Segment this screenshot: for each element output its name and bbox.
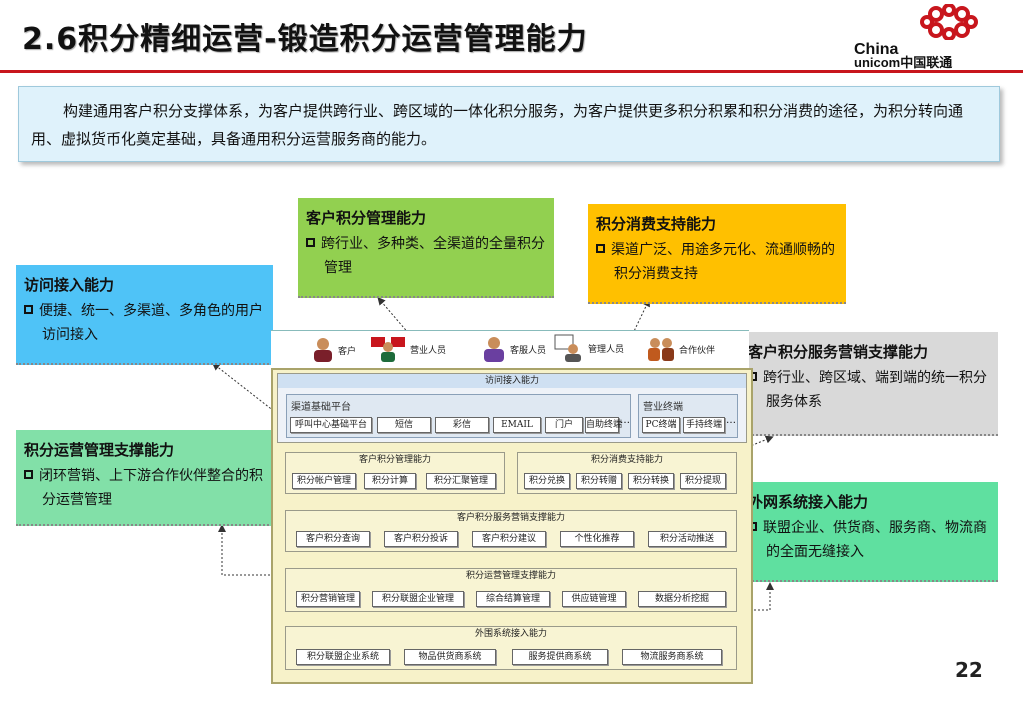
channel-item: 自助终端: [585, 417, 622, 433]
terminal-ellipsis: …: [726, 415, 736, 426]
customer-points-layer-title: 客户积分管理能力: [358, 455, 431, 465]
callout-customer-points: 客户积分管理能力 跨行业、多种类、全渠道的全量积分管理: [298, 198, 554, 298]
module-item: 供应链管理: [562, 591, 626, 607]
callout-title: 积分运营管理支撑能力: [24, 441, 175, 459]
callout-text: 闭环营销、上下游合作伙伴整合的积分运营管理: [39, 468, 263, 508]
module-item: 积分营销管理: [296, 591, 360, 607]
manager-icon: [554, 334, 581, 362]
module-item: 积分提现: [680, 473, 726, 489]
callout-service-marketing: 客户积分服务营销支撑能力 跨行业、跨区域、端到端的统一积分服务体系: [740, 332, 998, 436]
sales-staff-icon: [371, 337, 405, 362]
channel-platform: 渠道基础平台 呼叫中心基础平台 短信 彩信 EMAIL 门户 自助终端 …: [286, 394, 631, 438]
callout-text: 跨行业、跨区域、端到端的统一积分服务体系: [763, 370, 987, 410]
module-item: 积分兑换: [524, 473, 570, 489]
callout-title: 客户积分服务营销支撑能力: [748, 343, 929, 361]
intro-box: 构建通用客户积分支撑体系，为客户提供跨行业、跨区域的一体化积分服务，为客户提供更…: [18, 86, 1000, 162]
role-service-staff: 客服人员: [481, 335, 546, 363]
callout-title: 访问接入能力: [24, 276, 115, 294]
callout-points-consumption: 积分消费支持能力 渠道广泛、用途多元化、流通顺畅的积分消费支持: [588, 204, 846, 304]
terminal-item: PC终端: [642, 417, 680, 433]
module-item: 积分联盟企业管理: [372, 591, 464, 607]
intro-text: 构建通用客户积分支撑体系，为客户提供跨行业、跨区域的一体化积分服务，为客户提供更…: [31, 102, 964, 148]
module-item: 积分帐户管理: [292, 473, 356, 489]
terminal-group: 营业终端 PC终端 手持终端 …: [638, 394, 738, 438]
role-customer: 客户: [311, 337, 356, 363]
role-partner: 合作伙伴: [646, 335, 715, 363]
module-item: 积分活动推送: [648, 531, 726, 547]
bullet-square-icon: [24, 470, 33, 479]
page-number: 22: [955, 658, 983, 682]
operation-layer: 积分运营管理支撑能力 积分营销管理 积分联盟企业管理 综合结算管理 供应链管理 …: [285, 568, 737, 612]
bullet-square-icon: [596, 244, 605, 253]
callout-title: 积分消费支持能力: [596, 215, 717, 233]
bullet-square-icon: [306, 238, 315, 247]
module-item: 客户积分建议: [472, 531, 546, 547]
operation-layer-title: 积分运营管理支撑能力: [465, 571, 556, 581]
terminal-group-label: 营业终端: [643, 402, 683, 413]
callout-text: 跨行业、多种类、全渠道的全量积分管理: [321, 236, 545, 276]
module-item: 物品供货商系统: [404, 649, 496, 665]
external-layer: 外围系统接入能力 积分联盟企业系统 物品供货商系统 服务提供商系统 物流服务商系…: [285, 626, 737, 670]
title-underline: [0, 70, 1023, 73]
bullet-square-icon: [24, 305, 33, 314]
customer-points-layer: 客户积分管理能力 积分帐户管理 积分计算 积分汇聚管理: [285, 452, 505, 494]
module-item: 数据分析挖掘: [638, 591, 726, 607]
module-item: 综合结算管理: [476, 591, 550, 607]
channel-item: 彩信: [435, 417, 489, 433]
unicom-logo: China unicom中国联通: [852, 4, 1017, 70]
consumption-layer-title: 积分消费支持能力: [590, 455, 663, 465]
module-item: 积分汇聚管理: [426, 473, 496, 489]
service-marketing-layer-title: 客户积分服务营销支撑能力: [456, 513, 565, 523]
callout-title: 外网系统接入能力: [748, 493, 869, 511]
terminal-item: 手持终端: [683, 417, 725, 433]
module-item: 积分转赠: [576, 473, 622, 489]
module-item: 积分计算: [364, 473, 416, 489]
module-item: 客户积分查询: [296, 531, 370, 547]
module-item: 客户积分投诉: [384, 531, 458, 547]
module-item: 积分转换: [628, 473, 674, 489]
partner-icon: [648, 338, 674, 361]
service-staff-icon: [484, 337, 504, 362]
module-item: 积分联盟企业系统: [296, 649, 390, 665]
logo-line1: China: [854, 41, 899, 58]
access-layer-title: 访问接入能力: [278, 374, 746, 388]
access-layer: 访问接入能力 渠道基础平台 呼叫中心基础平台 短信 彩信 EMAIL 门户 自助…: [277, 373, 747, 443]
module-item: 物流服务商系统: [622, 649, 722, 665]
module-item: 个性化推荐: [560, 531, 634, 547]
callout-operation: 积分运营管理支撑能力 闭环营销、上下游合作伙伴整合的积分运营管理: [16, 430, 273, 526]
external-layer-title: 外围系统接入能力: [474, 629, 547, 639]
architecture-frame: 访问接入能力 渠道基础平台 呼叫中心基础平台 短信 彩信 EMAIL 门户 自助…: [271, 368, 753, 684]
callout-text: 便捷、统一、多渠道、多角色的用户访问接入: [39, 303, 263, 343]
callout-access: 访问接入能力 便捷、统一、多渠道、多角色的用户访问接入: [16, 265, 273, 365]
channel-item: 门户: [545, 417, 583, 433]
roles-bar: 客户 营业人员 客服人员 管理人员 合作伙伴: [271, 330, 749, 369]
role-sales-staff: 营业人员: [371, 335, 446, 363]
callout-text: 联盟企业、供货商、服务商、物流商的全面无缝接入: [763, 520, 987, 560]
channel-item: 短信: [377, 417, 431, 433]
logo-line2: unicom中国联通: [854, 55, 953, 70]
role-manager: 管理人员: [553, 333, 624, 363]
customer-icon: [314, 338, 332, 362]
channel-ellipsis: …: [620, 415, 630, 426]
channel-item: EMAIL: [493, 417, 541, 433]
channel-item: 呼叫中心基础平台: [290, 417, 372, 433]
callout-external: 外网系统接入能力 联盟企业、供货商、服务商、物流商的全面无缝接入: [740, 482, 998, 582]
service-marketing-layer: 客户积分服务营销支撑能力 客户积分查询 客户积分投诉 客户积分建议 个性化推荐 …: [285, 510, 737, 552]
callout-text: 渠道广泛、用途多元化、流通顺畅的积分消费支持: [611, 242, 835, 282]
knot-logo-icon: [920, 4, 978, 40]
module-item: 服务提供商系统: [512, 649, 608, 665]
callout-title: 客户积分管理能力: [306, 209, 427, 227]
slide-title: 2.6积分精细运营-锻造积分运营管理能力: [22, 22, 588, 57]
consumption-layer: 积分消费支持能力 积分兑换 积分转赠 积分转换 积分提现: [517, 452, 737, 494]
channel-group-label: 渠道基础平台: [291, 402, 351, 413]
